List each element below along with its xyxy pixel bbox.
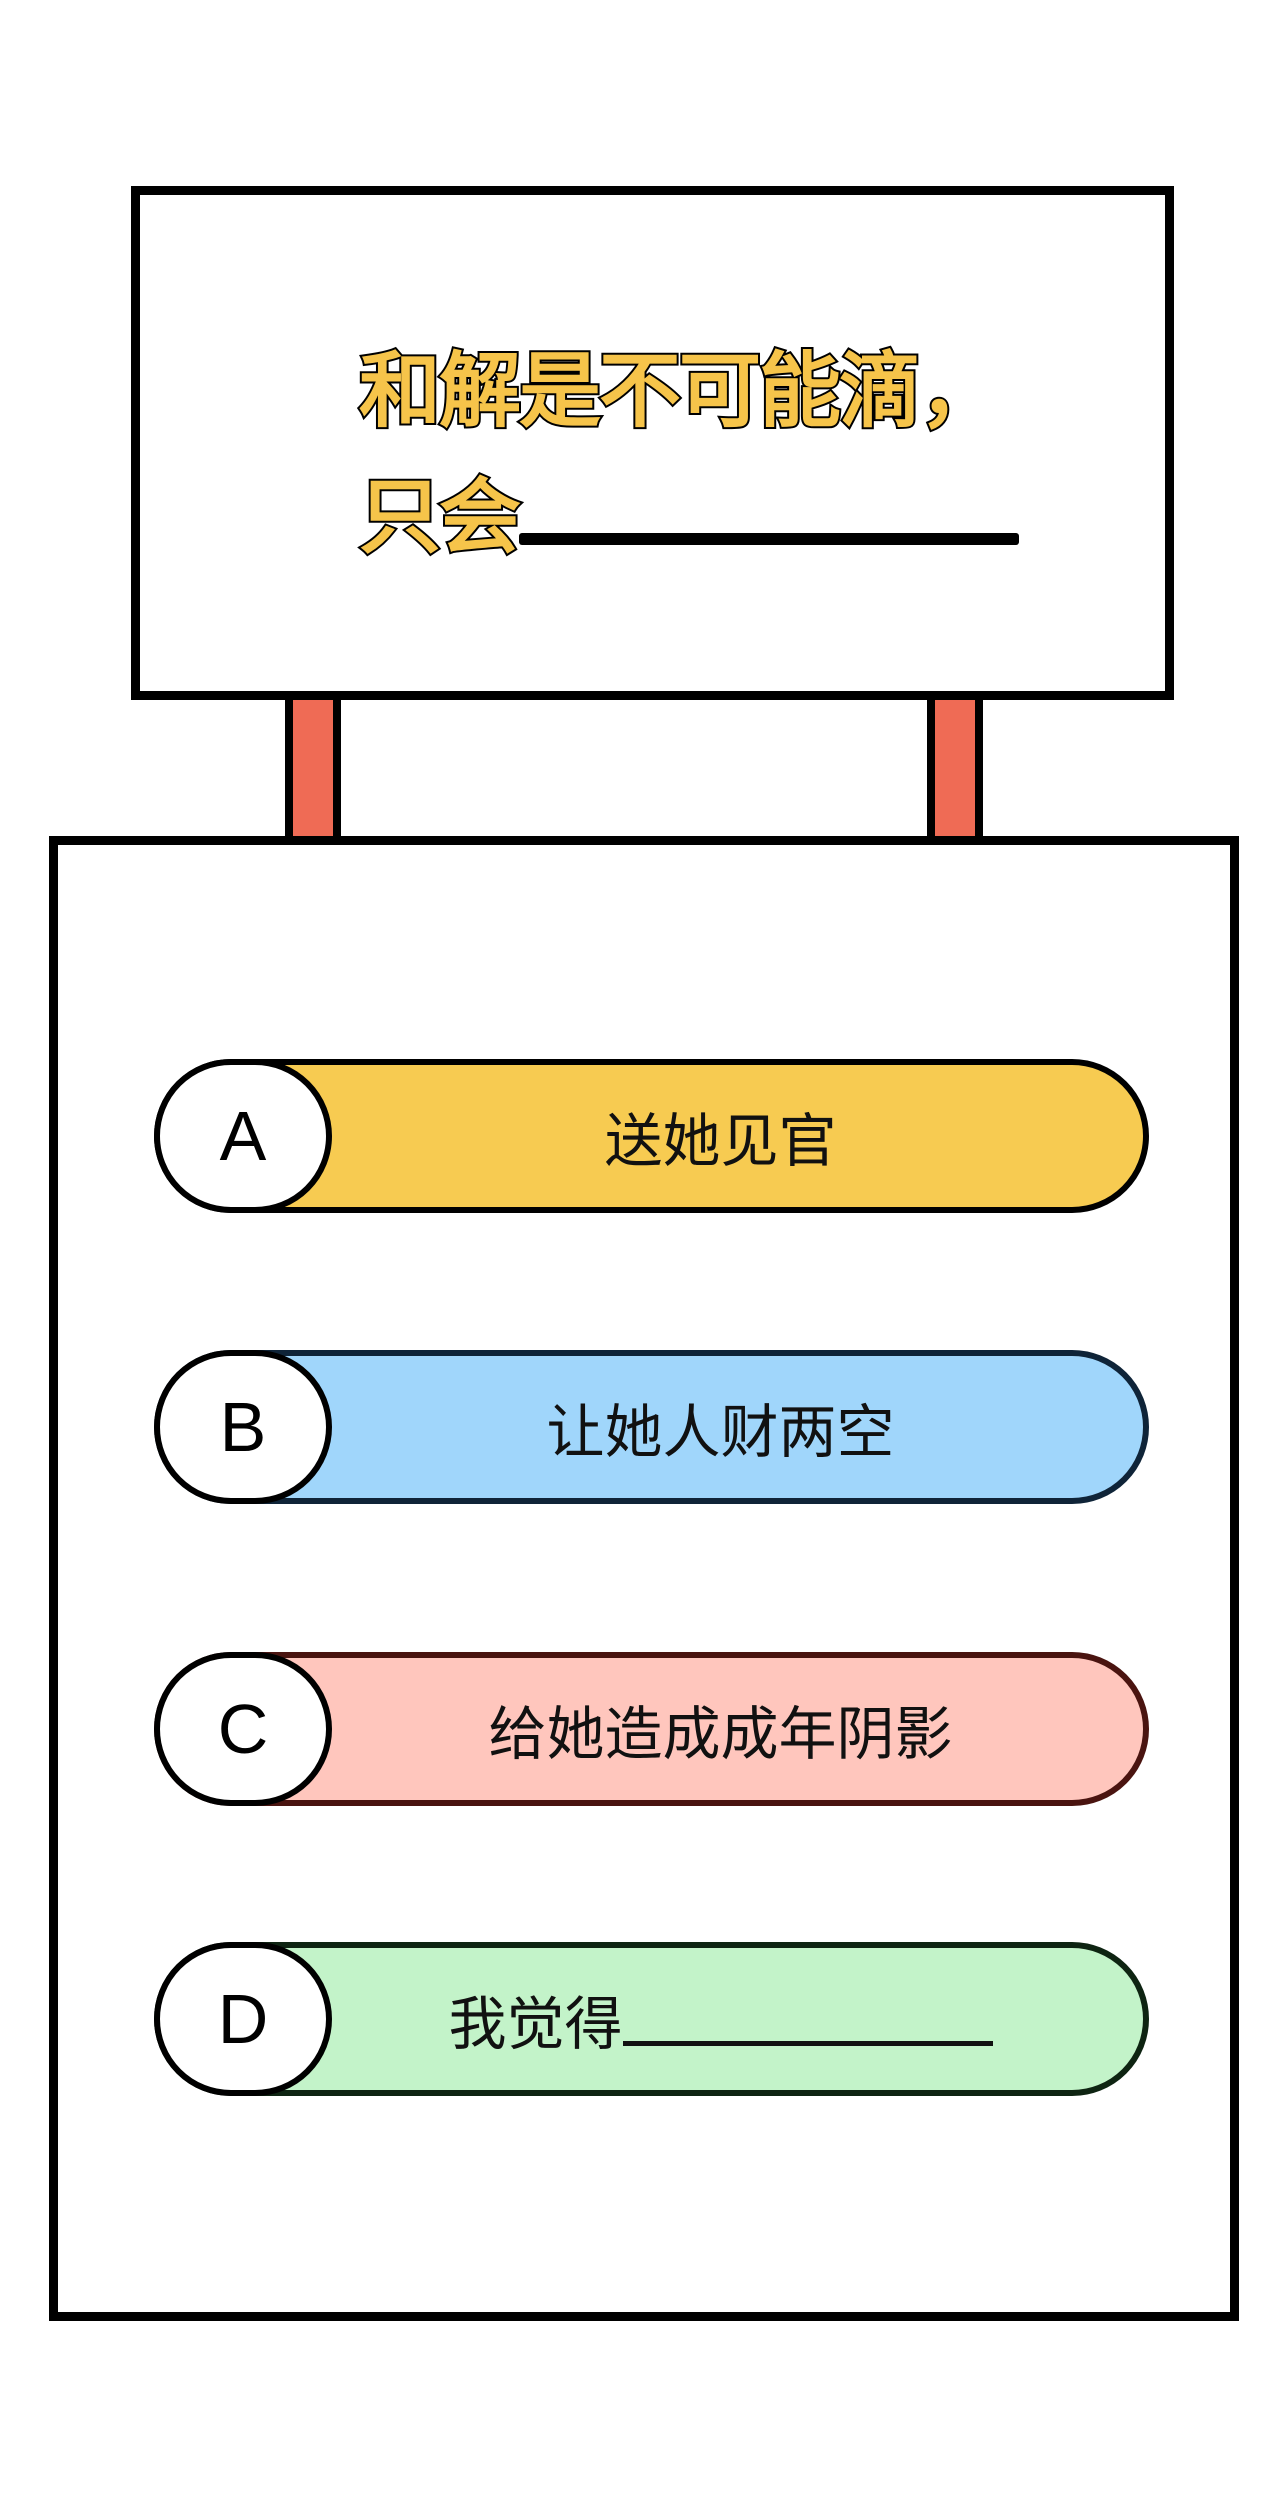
question-line-1: 和解是不可能滴， [357, 344, 1003, 439]
option-a-text: 送她见官 [332, 1059, 1109, 1213]
option-d-blank [622, 2040, 993, 2046]
question-line-2: 只会 [357, 475, 1020, 561]
question-blank [519, 533, 1020, 545]
question-board: 和解是不可能滴， 只会 [131, 186, 1174, 700]
option-a-letter: A [154, 1059, 332, 1213]
sign-post-left [285, 700, 341, 845]
option-c-letter: C [154, 1652, 332, 1806]
sign-post-right [927, 700, 983, 845]
option-c-text: 给她造成成年阴影 [332, 1652, 1109, 1806]
option-a[interactable]: A 送她见官 [154, 1059, 1149, 1213]
option-d-label: 我觉得 [448, 1990, 623, 2058]
option-a-label: 送她见官 [604, 1107, 837, 1175]
option-b-text: 让她人财两空 [332, 1350, 1109, 1504]
option-d[interactable]: D 我觉得 [154, 1942, 1149, 2096]
option-d-letter: D [154, 1942, 332, 2096]
option-b-letter: B [154, 1350, 332, 1504]
option-d-text: 我觉得 [332, 1942, 1109, 2096]
question-line-2-text: 只会 [357, 470, 523, 565]
option-b-label: 让她人财两空 [546, 1398, 895, 1466]
option-c-label: 给她造成成年阴影 [488, 1700, 953, 1768]
option-c[interactable]: C 给她造成成年阴影 [154, 1652, 1149, 1806]
option-b[interactable]: B 让她人财两空 [154, 1350, 1149, 1504]
